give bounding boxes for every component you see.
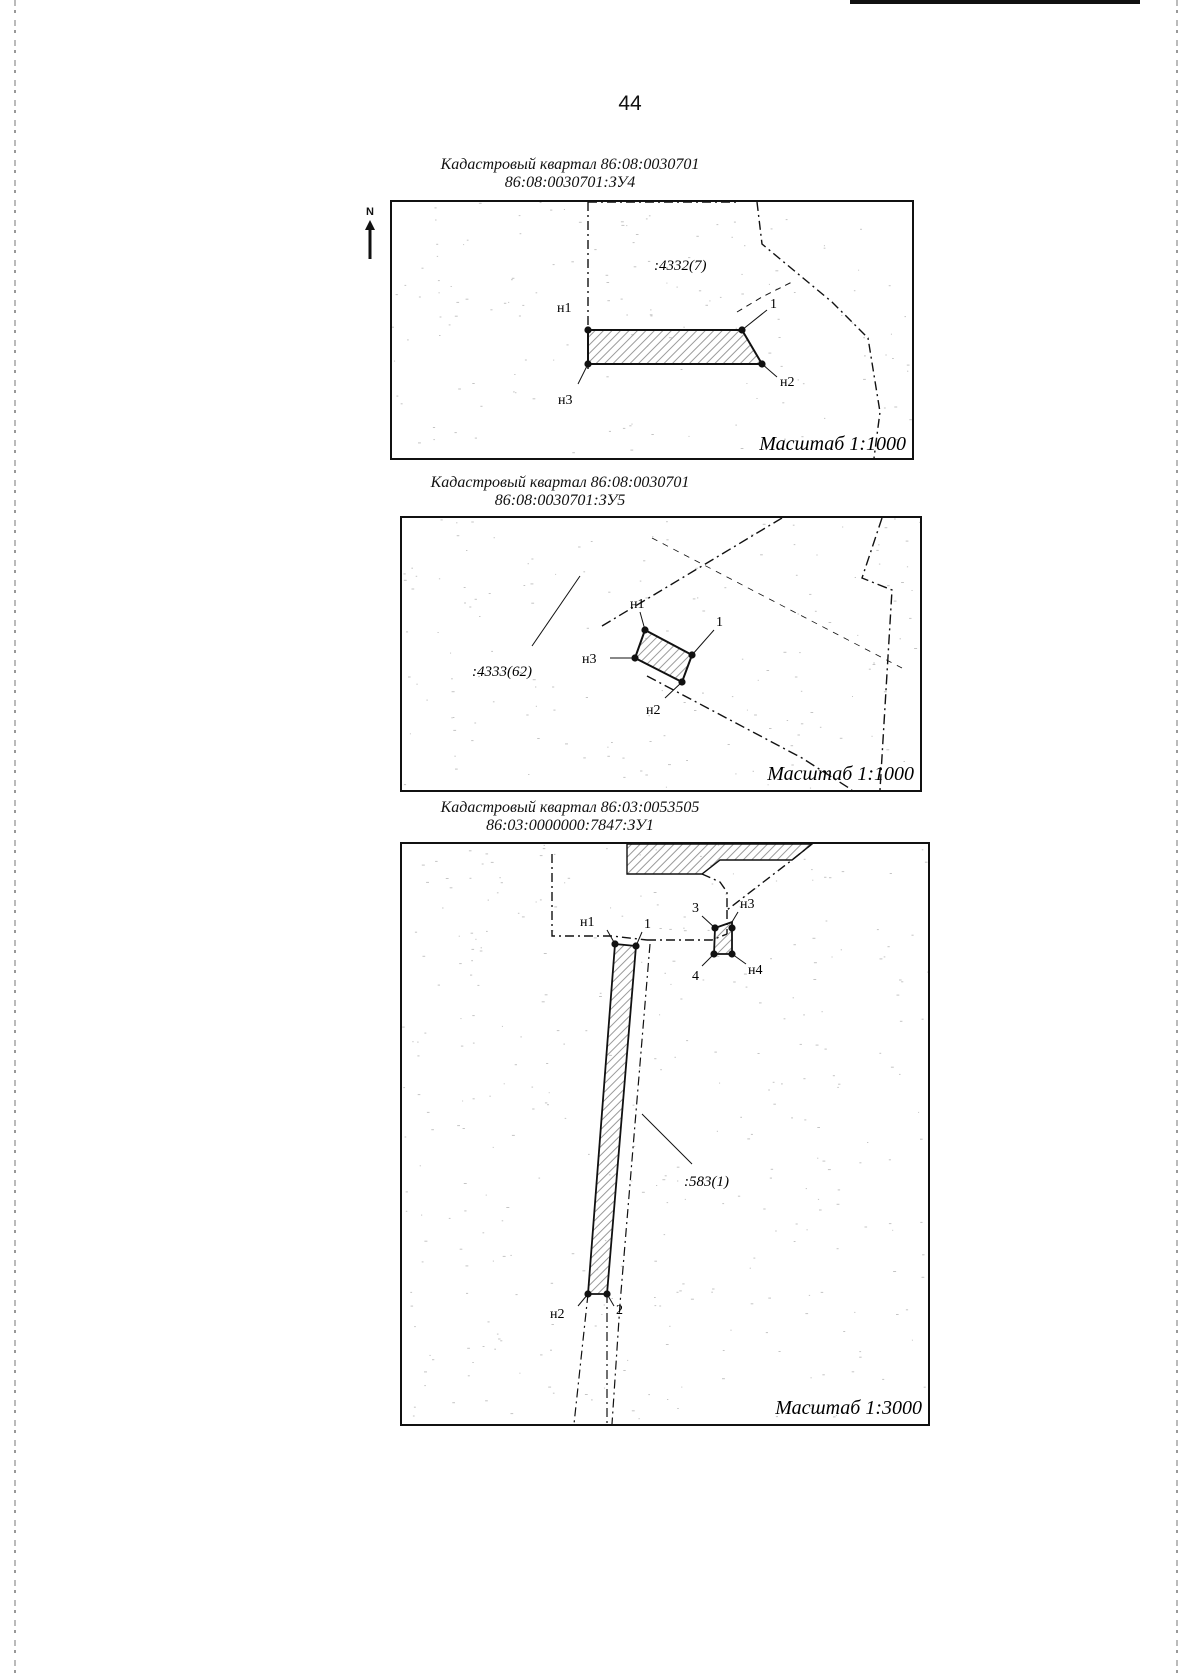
map3-point-4: 4 (692, 969, 699, 984)
map3-point-1: 1 (644, 917, 651, 932)
map3-point-n3: н3 (740, 897, 755, 912)
map1-point-1: 1 (770, 297, 777, 312)
map3-parcel-label: :583(1) (684, 1174, 729, 1190)
map2-point-1: 1 (716, 615, 723, 630)
top-rule (850, 0, 1140, 4)
map1-point-n2: н2 (780, 375, 795, 390)
map1-speckles (392, 202, 912, 454)
map3-point-2: 2 (616, 1303, 623, 1318)
map2-parcel-label: :4333(62) (472, 664, 532, 680)
map3-caption: Кадастровый квартал 86:03:0053505 86:03:… (405, 799, 735, 835)
map3-point-n2: н2 (550, 1307, 565, 1322)
map2-caption: Кадастровый квартал 86:08:0030701 86:08:… (400, 474, 720, 510)
page-number: 44 (618, 92, 642, 115)
map3-caption-parcel: 86:03:0000000:7847:ЗУ1 (486, 817, 654, 834)
map3-scale: Масштаб 1:3000 (774, 1397, 922, 1419)
scan-edge-right (1176, 0, 1178, 1676)
map2-speckles (403, 518, 920, 789)
map2-scale: Масштаб 1:1000 (766, 763, 914, 785)
map3-frame: н1 1 3 н3 4 н4 н2 2 :583(1) Масштаб 1:30… (400, 842, 930, 1426)
map2-caption-parcel: 86:08:0030701:ЗУ5 (494, 492, 626, 509)
map1-frame: :4332(7) н1 1 н2 н3 Масштаб 1:1000 (390, 200, 914, 460)
map3-point-n1: н1 (580, 915, 595, 930)
map3-point-n4: н4 (748, 963, 763, 978)
map1-scale: Масштаб 1:1000 (758, 433, 906, 455)
map3-speckles (402, 844, 928, 1420)
map3-caption-quarter: Кадастровый квартал 86:03:0053505 (440, 799, 700, 816)
map1-caption-quarter: Кадастровый квартал 86:08:0030701 (440, 156, 700, 173)
map1-point-n3: н3 (558, 393, 573, 408)
map1-parcel-label: :4332(7) (654, 258, 707, 274)
map1-caption: Кадастровый квартал 86:08:0030701 86:08:… (405, 156, 735, 192)
map3-drawing: н1 1 3 н3 4 н4 н2 2 :583(1) Масштаб 1:30… (402, 844, 928, 1424)
map2-caption-quarter: Кадастровый квартал 86:08:0030701 (430, 474, 690, 491)
north-arrow-icon (365, 220, 375, 259)
map1-caption-parcel: 86:08:0030701:ЗУ4 (504, 174, 636, 191)
map2-drawing: :4333(62) н1 1 н3 н2 Масштаб 1:1000 (403, 518, 920, 790)
map1-drawing: :4332(7) н1 1 н2 н3 Масштаб 1:1000 (392, 202, 912, 458)
map1-point-n1: н1 (557, 301, 572, 316)
north-arrow: N (363, 206, 383, 260)
scan-edge-left (14, 0, 16, 1676)
map3-point-3: 3 (692, 901, 699, 916)
north-arrow-letter: N (366, 206, 374, 218)
map2-point-n1: н1 (630, 597, 645, 612)
map2-frame: :4333(62) н1 1 н3 н2 Масштаб 1:1000 (400, 516, 922, 792)
map2-point-n2: н2 (646, 703, 661, 718)
map2-point-n3: н3 (582, 652, 597, 667)
